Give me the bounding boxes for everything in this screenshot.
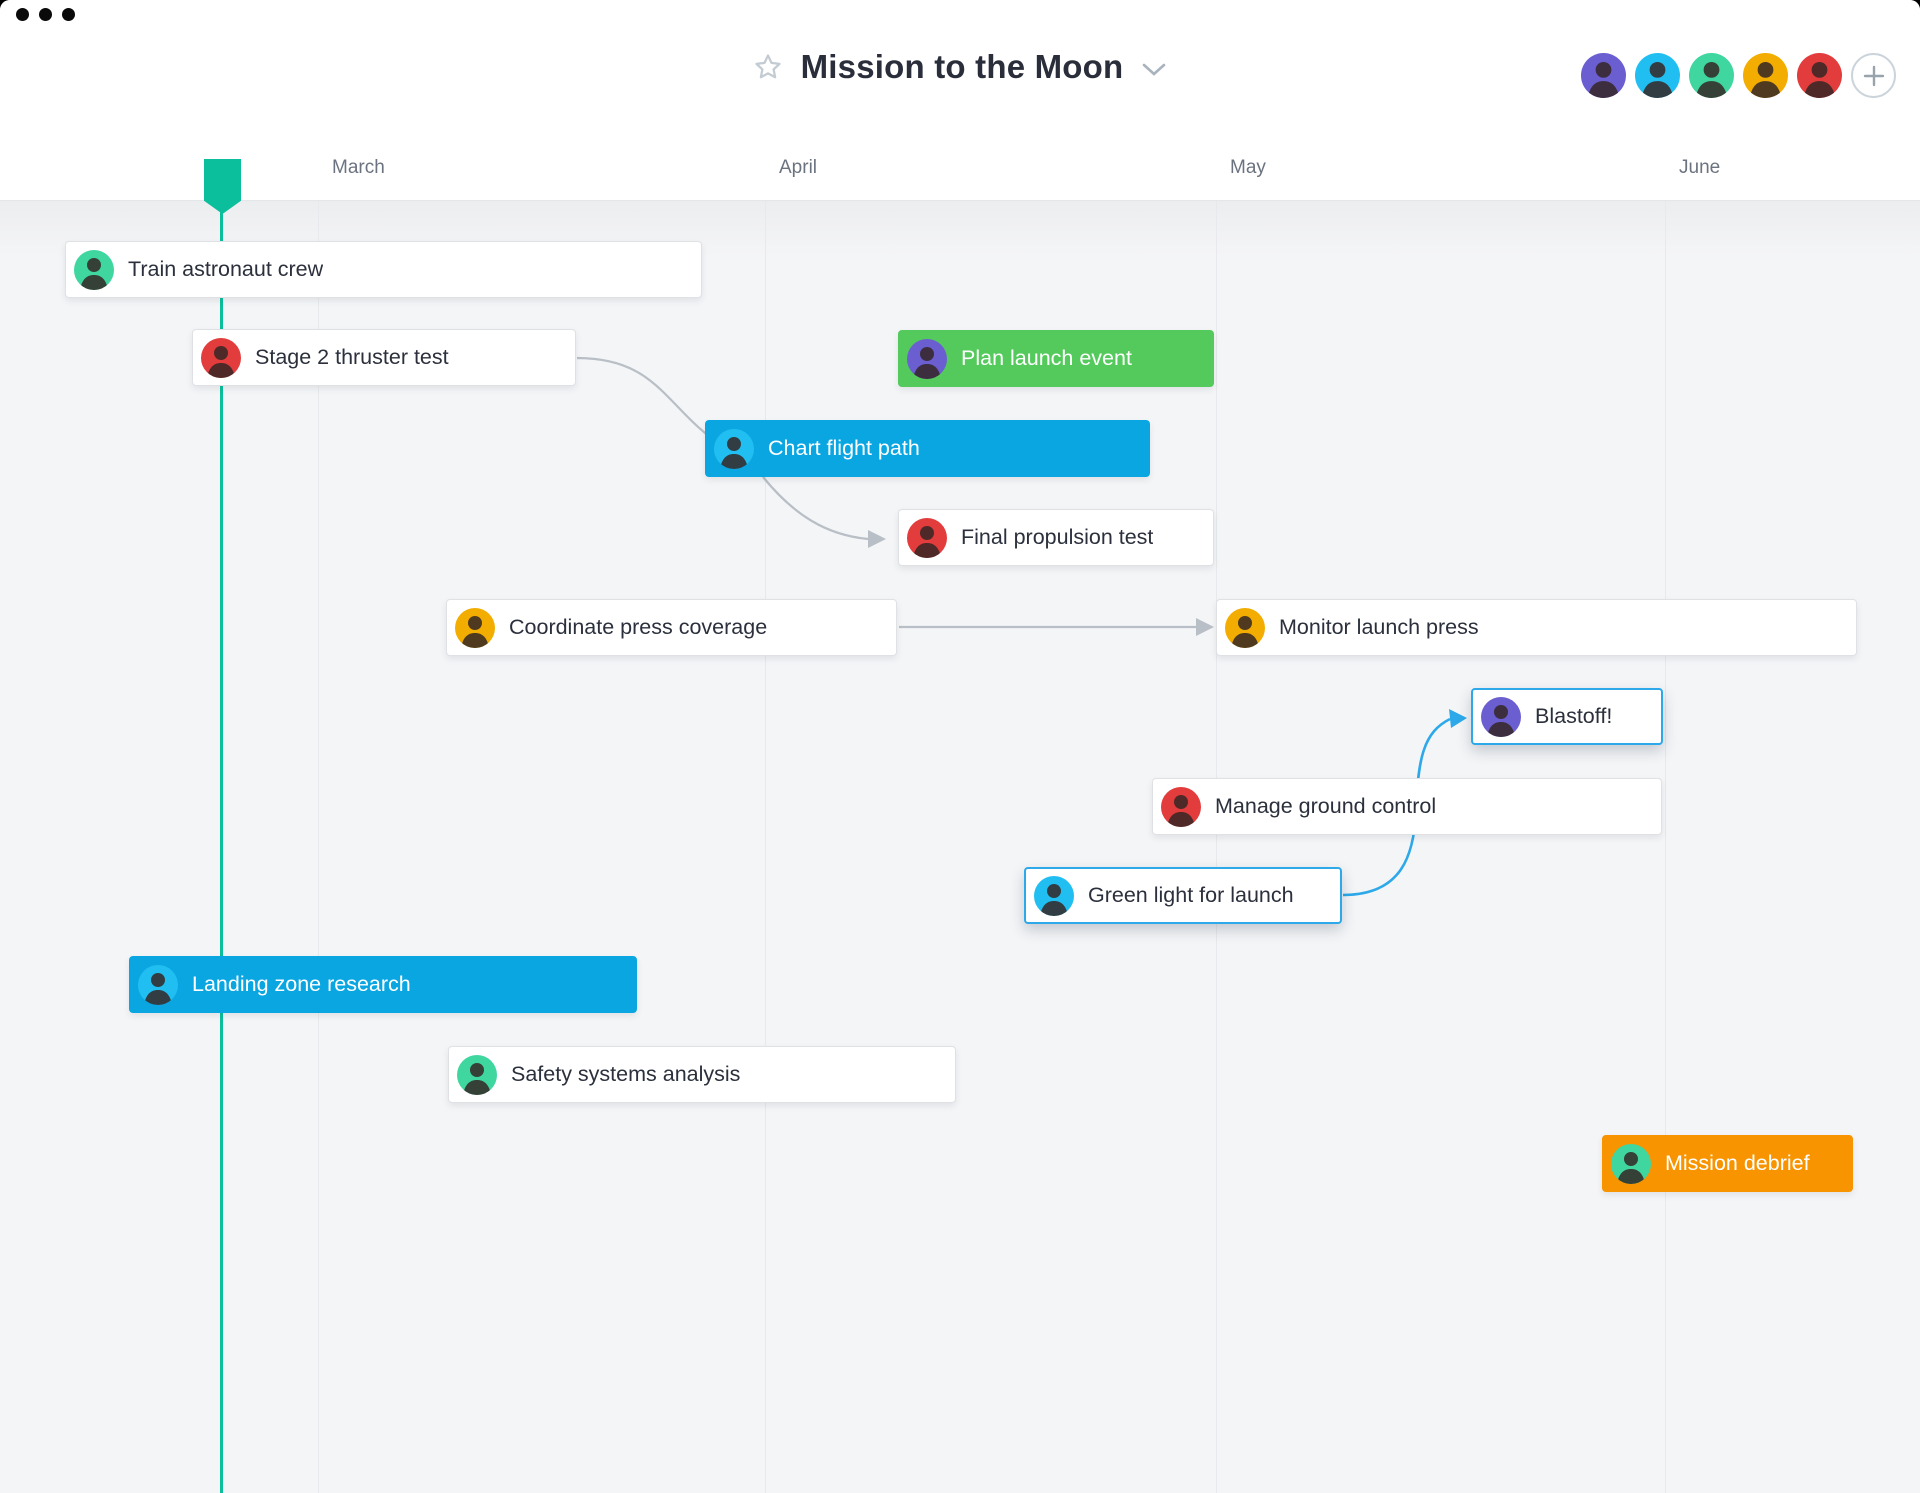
task-label: Green light for launch [1088,883,1294,907]
project-title-group: Mission to the Moon [0,48,1920,86]
task-label: Train astronaut crew [128,257,324,281]
task-card[interactable]: Final propulsion test [898,509,1214,566]
assignee-avatar [1481,696,1521,737]
task-card[interactable]: Train astronaut crew [65,241,702,298]
assignee-avatar [1034,875,1074,916]
task-label: Manage ground control [1215,794,1437,818]
assignee-avatar [201,337,241,378]
arrowhead-icon [1196,618,1214,636]
assignee-avatar [457,1054,497,1095]
month-label: June [1679,157,1721,178]
window-dot-icon[interactable] [16,8,29,21]
assignee-avatar [1161,786,1201,827]
task-label: Safety systems analysis [511,1062,741,1086]
page-title[interactable]: Mission to the Moon [800,48,1124,85]
month-gridline [1216,201,1217,1493]
dependency-arrow [576,356,711,438]
task-card[interactable]: Mission debrief [1602,1135,1853,1192]
task-label: Plan launch event [961,346,1132,370]
star-icon[interactable] [753,52,783,82]
window-dot-icon[interactable] [39,8,52,21]
assignee-avatar [74,249,114,290]
dependency-arrow [762,476,869,541]
assignee-avatar [455,607,495,648]
window-controls[interactable] [16,8,75,21]
arrowhead-icon [868,530,886,548]
task-card[interactable]: Chart flight path [705,420,1150,477]
chevron-down-icon[interactable] [1141,56,1167,78]
task-card[interactable]: Coordinate press coverage [446,599,897,656]
task-card[interactable]: Blastoff! [1471,688,1663,745]
month-label: March [332,157,385,178]
task-card[interactable]: Stage 2 thruster test [192,329,576,386]
task-label: Chart flight path [768,436,920,460]
task-card[interactable]: Plan launch event [898,330,1214,387]
arrowhead-icon [1449,709,1467,728]
task-card[interactable]: Manage ground control [1152,778,1662,835]
member-avatar-stack [1581,53,1896,98]
dependency-connectors [576,356,1467,897]
month-label: April [779,157,818,178]
task-label: Final propulsion test [961,525,1154,549]
avatar[interactable] [1689,53,1734,98]
assignee-avatar [1225,607,1265,648]
task-card[interactable]: Landing zone research [129,956,637,1013]
add-member-button[interactable] [1851,53,1896,98]
task-label: Mission debrief [1665,1151,1810,1175]
assignee-avatar [907,338,947,379]
today-line [220,201,223,1493]
avatar[interactable] [1635,53,1680,98]
month-gridline [318,201,319,1493]
task-card[interactable]: Safety systems analysis [448,1046,956,1103]
task-label: Landing zone research [192,972,411,996]
assignee-avatar [138,964,178,1005]
avatar[interactable] [1581,53,1626,98]
avatar[interactable] [1797,53,1842,98]
assignee-avatar [907,517,947,558]
task-label: Blastoff! [1535,704,1613,728]
window-dot-icon[interactable] [62,8,75,21]
app-header: Mission to the Moon [0,0,1920,137]
avatar[interactable] [1743,53,1788,98]
assignee-avatar [1611,1143,1651,1184]
task-card[interactable]: Monitor launch press [1216,599,1857,656]
task-label: Stage 2 thruster test [255,345,449,369]
month-gridline [765,201,766,1493]
task-card[interactable]: Green light for launch [1024,867,1342,924]
month-gridline [1665,201,1666,1493]
task-label: Coordinate press coverage [509,615,768,639]
timeline-month-header: March April May June [0,137,1920,214]
task-label: Monitor launch press [1279,615,1479,639]
today-marker [204,159,241,214]
assignee-avatar [714,428,754,469]
month-label: May [1230,157,1266,178]
